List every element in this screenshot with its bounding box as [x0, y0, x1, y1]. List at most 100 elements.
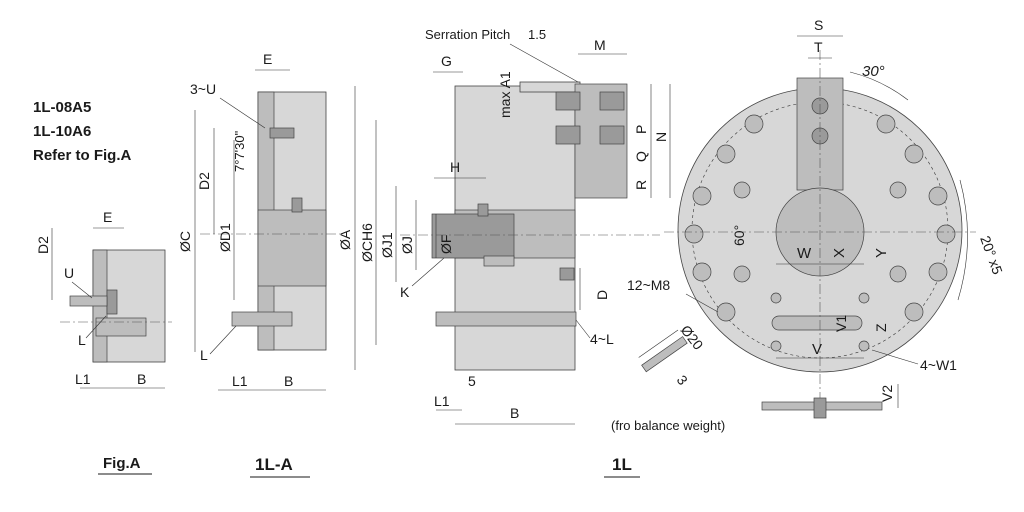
fig-1l-side-view: Serration Pitch 1.5 G max A1 M P Q R N H… [337, 27, 671, 425]
serration-leader [509, 43, 579, 83]
fig-1l-d-label: D [594, 290, 610, 300]
fig-a-u-label: U [64, 265, 74, 281]
mount-hole [876, 114, 896, 134]
mount-hole [936, 224, 956, 244]
fig-1l-r-label: R [633, 180, 649, 190]
note-line-3: Refer to Fig.A [33, 147, 132, 164]
inner-hole [733, 181, 751, 199]
w1-leader [871, 349, 919, 365]
fig-1l-q-label: Q [633, 151, 649, 162]
fig-1la-l-label: L [200, 347, 208, 363]
mount-hole [692, 186, 712, 206]
serration-value: 1.5 [528, 27, 546, 42]
balance-slot [771, 315, 863, 331]
fig-1l-jaw-screw-1 [555, 91, 581, 111]
inner-hole [889, 265, 907, 283]
fig-1l-maxa1-label: max A1 [497, 71, 513, 118]
inner-hole [733, 265, 751, 283]
fig-1l-4l-leader [575, 319, 591, 339]
w1-hole [858, 292, 870, 304]
fig-1l-p-label: P [633, 125, 649, 134]
w1-hole [770, 292, 782, 304]
s-label: S [814, 17, 823, 33]
fig-a-d2-label: D2 [35, 236, 51, 254]
angle-20x5-label: 20° x5 [977, 234, 1006, 277]
mount-hole [904, 144, 924, 164]
fig-a-l-label: L [78, 332, 86, 348]
x-label: X [831, 248, 848, 258]
z-label: Z [873, 323, 889, 332]
m8-label: 12~M8 [627, 277, 670, 293]
note-line-2: 1L-10A6 [33, 123, 91, 140]
fig-1la-l1-label: L1 [232, 373, 248, 389]
fig-1l-h-label: H [450, 159, 460, 175]
fig-1la-mount-bolt [269, 127, 295, 139]
mount-hole [716, 144, 736, 164]
fig-1la-l-leader [209, 325, 237, 355]
w1-hole [770, 340, 782, 352]
fig-1l-piston-screw [477, 203, 489, 217]
fig-1l-f-label: ØF [438, 235, 454, 254]
t-label: T [814, 39, 823, 55]
m8-leader [685, 293, 719, 313]
fig-1la-d2-label: D2 [196, 172, 212, 190]
mount-hole [692, 262, 712, 282]
angle-60-label: 60° [731, 225, 747, 246]
fig-1l-4l-label: 4~L [590, 331, 614, 347]
fig-1la-e-label: E [263, 51, 272, 67]
fig-1la-b-label: B [284, 373, 293, 389]
angle-30-arc [849, 71, 909, 101]
fig-1l-jaw-screw-3 [599, 91, 625, 111]
note-line-1: 1L-08A5 [33, 99, 91, 116]
fig-1l-n-label: N [653, 132, 669, 142]
fig-1l-jaw-screw-2 [555, 125, 581, 145]
fig-1l-k-leader [411, 257, 445, 287]
fig-a-bolt-head [106, 289, 118, 315]
v-label: V [812, 341, 822, 358]
fig-a-u-leader [71, 281, 93, 299]
fig-1la-view: E 3~U 7°7'30" ØC D2 ØD1 L L1 B [177, 51, 340, 391]
w-label: W [797, 245, 812, 262]
fig-a-title: Fig.A [103, 455, 141, 472]
fig-1la-d1-label: ØD1 [217, 223, 233, 252]
fig-a-l1-label: L1 [75, 371, 91, 387]
mount-hole [684, 224, 704, 244]
fig-1l-b-label: B [510, 405, 519, 421]
fig-1la-c-label: ØC [177, 231, 193, 252]
fig-1la-angle-label: 7°7'30" [232, 130, 247, 172]
mounting-holes [684, 114, 956, 322]
fig-1l-g-label: G [441, 53, 452, 69]
fig-a-bore [95, 317, 147, 337]
fig-1l-j-label: ØJ [399, 236, 415, 254]
fig-1l-title: 1L [612, 455, 632, 474]
fig-1l-front-view: S T 30° 20° x5 60° W X Y 12~M8 V1 Z V 4~… [611, 17, 1006, 433]
fig-1la-u-label: 3~U [190, 81, 216, 97]
fig-1la-title: 1L-A [255, 455, 293, 474]
fig-1l-5-label: 5 [468, 373, 476, 389]
fig-1la-u-leader [219, 97, 266, 129]
fig-1l-j1-label: ØJ1 [379, 232, 395, 258]
v2-label: V2 [879, 385, 895, 402]
mount-hole [716, 302, 736, 322]
fig-a-b-label: B [137, 371, 146, 387]
balance-weight-label: (fro balance weight) [611, 418, 725, 433]
fig-1l-k-label: K [400, 284, 410, 300]
fig-a-l-leader [85, 315, 107, 339]
angle-20x5-arc [957, 179, 968, 301]
fig-1l-jaw-screw-4 [599, 125, 625, 145]
mount-hole [928, 262, 948, 282]
v1-label: V1 [833, 315, 849, 332]
fig-1la-screw-top [291, 197, 303, 213]
fig-a-bolt-shank [69, 295, 108, 307]
fig-a-view: E D2 U L L1 B [35, 209, 172, 389]
phi20-detail [638, 329, 688, 373]
angle-30-label: 30° [862, 63, 885, 80]
fig-1l-bolt [435, 311, 577, 327]
fig-1l-l1-label: L1 [434, 393, 450, 409]
fig-1la-bolt [231, 311, 293, 327]
fig-1l-piston [431, 213, 515, 259]
inner-hole [889, 181, 907, 199]
w1-label: 4~W1 [920, 357, 957, 373]
